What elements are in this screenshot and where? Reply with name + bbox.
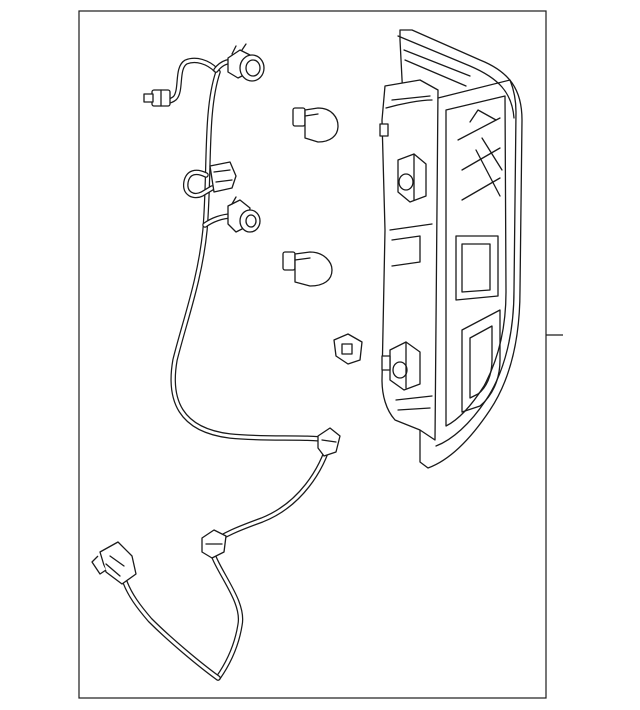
retainer-nut	[333, 333, 363, 365]
wiring-harness	[91, 43, 341, 681]
harness-connector-mid	[209, 161, 237, 193]
harness-clip-lower	[201, 529, 227, 559]
tail-lamp-assembly	[379, 29, 523, 469]
harness-connector-top	[143, 89, 171, 107]
harness-clip-mid	[317, 427, 341, 457]
harness-connector-main	[91, 541, 137, 585]
bulb-lower	[282, 251, 333, 287]
mounting-stud-upper	[397, 153, 427, 203]
parts-diagram-frame	[78, 10, 547, 699]
bulb-upper	[292, 107, 339, 143]
bulb-socket-lower	[227, 196, 261, 233]
bulb-socket-upper	[227, 43, 265, 82]
mounting-stud-lower	[389, 341, 421, 391]
